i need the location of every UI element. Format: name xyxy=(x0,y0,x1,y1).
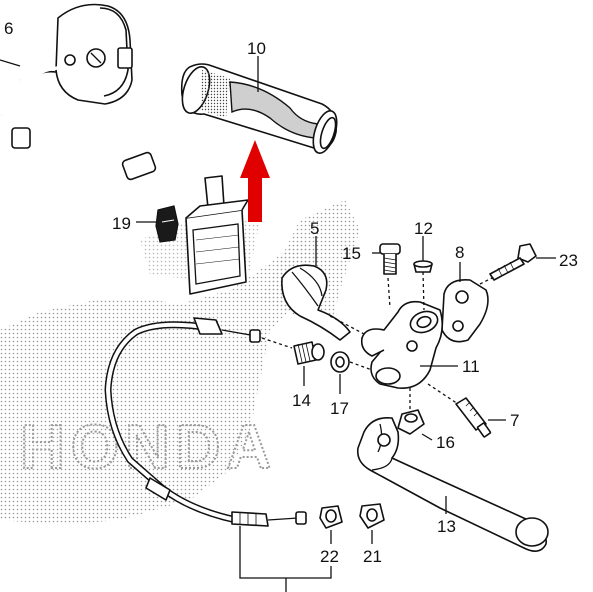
nut-part-21[interactable] xyxy=(359,503,385,529)
locknut-part-17[interactable] xyxy=(330,351,350,373)
wire-harness xyxy=(0,59,225,229)
nut-part-12[interactable] xyxy=(413,260,433,273)
pivot-bolt-part-7[interactable] xyxy=(455,397,492,438)
callout-11: 11 xyxy=(462,357,480,376)
switch-housing-part-6[interactable] xyxy=(29,3,133,105)
dash-12 xyxy=(422,271,425,311)
dash-7 xyxy=(427,383,459,405)
leader-16 xyxy=(421,433,433,441)
dash-5 xyxy=(329,315,365,335)
clutch-lever-part-13[interactable] xyxy=(356,416,549,552)
nut-part-16[interactable] xyxy=(397,409,425,435)
callout-16: 16 xyxy=(436,433,455,452)
dash-23 xyxy=(479,275,497,285)
watermark-text: HONDA xyxy=(20,413,277,482)
handlebar-grip-part-10[interactable] xyxy=(177,63,341,156)
callout-7: 7 xyxy=(510,411,519,430)
callout-13: 13 xyxy=(437,517,456,536)
group-bracket xyxy=(239,526,332,592)
bolt-part-23[interactable] xyxy=(489,243,537,281)
adjuster-part-14[interactable] xyxy=(293,341,325,365)
callout-21: 21 xyxy=(363,547,382,566)
highlight-arrow xyxy=(240,140,270,222)
callout-15: 15 xyxy=(342,244,361,263)
callout-12: 12 xyxy=(414,219,433,238)
holder-part-8[interactable] xyxy=(441,278,489,343)
connector-box xyxy=(185,199,249,295)
callout-5: 5 xyxy=(310,219,319,238)
clip-part-19[interactable] xyxy=(155,205,179,243)
callout-10: 10 xyxy=(247,39,266,58)
callout-23: 23 xyxy=(559,251,578,270)
nut-part-22[interactable] xyxy=(319,505,343,529)
dash-17 xyxy=(349,361,373,371)
callout-14: 14 xyxy=(292,391,311,410)
callout-19: 19 xyxy=(112,214,131,233)
clutch-cable[interactable] xyxy=(104,317,307,527)
lever-bracket-part-11[interactable] xyxy=(360,300,444,389)
callout-8: 8 xyxy=(455,243,464,262)
bolt-part-15[interactable] xyxy=(379,243,401,275)
dash-15 xyxy=(387,277,391,309)
callout-22: 22 xyxy=(320,547,339,566)
callout-6: 6 xyxy=(4,19,13,38)
callout-17: 17 xyxy=(330,399,349,418)
